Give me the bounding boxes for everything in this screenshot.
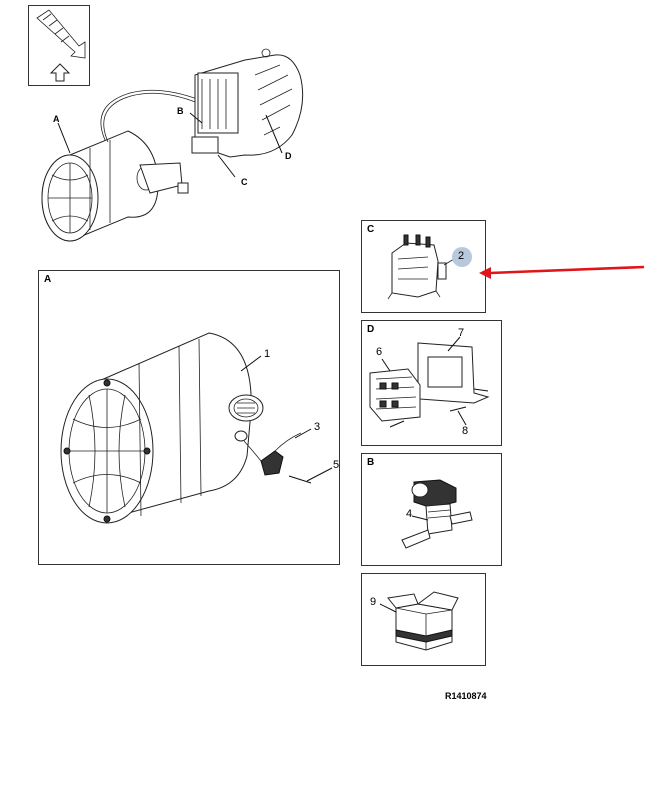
callout-4: 4	[406, 508, 413, 520]
overview-label-c: C	[241, 177, 248, 187]
panel-a-drawing	[60, 332, 333, 524]
kit-box-drawing	[379, 591, 459, 651]
panel-c-label: C	[367, 224, 375, 235]
panel-a[interactable]: A	[38, 270, 340, 565]
callout-2-badge	[452, 247, 472, 267]
sensor-3	[243, 432, 302, 476]
callout-6: 6	[376, 346, 383, 358]
panel-b-label: B	[367, 457, 375, 468]
callout-8: 8	[462, 425, 469, 437]
overview-bracket	[191, 48, 304, 158]
panel-b-drawing	[401, 479, 473, 549]
callout-5: 5	[333, 459, 340, 471]
up-arrow-icon	[36, 9, 86, 82]
overview-illustration	[41, 48, 304, 242]
dpf-canister	[60, 332, 264, 524]
callout-9: 9	[370, 596, 377, 608]
panel-d-label: D	[367, 324, 375, 335]
overview-cylinder	[41, 130, 159, 242]
panel-d-drawing	[369, 336, 490, 428]
panel-c[interactable]: C 2	[361, 220, 486, 313]
overview-label-b: B	[177, 106, 184, 116]
panel-a-label: A	[44, 274, 52, 285]
overview-label-d: D	[285, 151, 292, 161]
panel-d[interactable]: D 7 6 8	[361, 320, 502, 446]
pointer-arrow	[479, 265, 645, 279]
panel-c-drawing	[387, 234, 455, 300]
callout-7: 7	[458, 327, 465, 339]
drawing-reference: R1410874	[445, 691, 487, 701]
callout-3: 3	[314, 421, 321, 433]
panel-kit[interactable]: 9	[361, 573, 486, 666]
callout-1: 1	[264, 348, 271, 360]
view-icon-box[interactable]	[28, 5, 90, 86]
overview-label-a: A	[53, 114, 60, 124]
callout-2: 2	[458, 250, 465, 262]
panel-b[interactable]: B 4	[361, 453, 502, 566]
